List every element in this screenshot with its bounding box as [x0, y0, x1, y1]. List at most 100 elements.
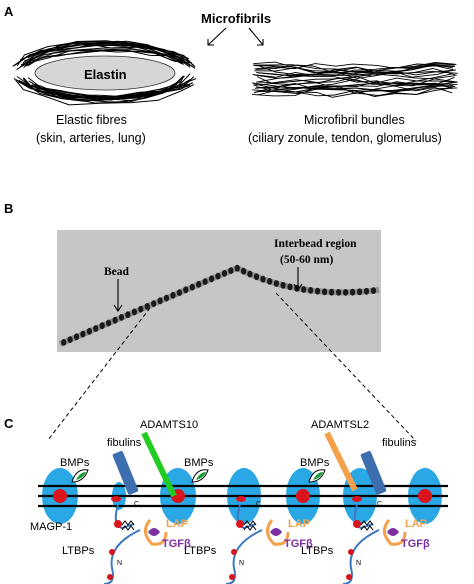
- micrograph-bead: [112, 316, 118, 324]
- c-terminus-3: C: [377, 501, 382, 508]
- em-micrograph: [57, 230, 381, 352]
- n-terminus-1: N: [117, 560, 122, 567]
- bmp-complexes: [71, 469, 326, 483]
- micrograph-bead: [308, 287, 314, 294]
- elastic-fibres-title: Elastic fibres: [56, 113, 127, 127]
- microfibrils-label: Microfibrils: [201, 11, 271, 26]
- microfibril-strand: [15, 78, 197, 99]
- micrograph-bead: [106, 319, 112, 327]
- fibulins-label-1: fibulins: [107, 437, 142, 449]
- micrograph-bead: [247, 270, 253, 278]
- bundle-strand: [256, 68, 457, 76]
- bundle-strand: [257, 64, 453, 76]
- micrograph-bead: [260, 275, 266, 283]
- micrograph-bead: [93, 325, 99, 332]
- micrograph-bead: [350, 288, 356, 296]
- bundle-strand: [257, 87, 458, 97]
- microfibril-strand: [16, 49, 193, 70]
- microfibril-bundle-drawing: [251, 61, 458, 98]
- micrograph-bead: [273, 280, 279, 287]
- fibulins-label-2: fibulins: [382, 437, 417, 449]
- micrograph-bead: [209, 275, 215, 283]
- bundle-strand: [252, 69, 456, 78]
- panel-a: A Microfibrils Elastin Elastic fibres (s…: [4, 4, 458, 145]
- interbead-arrow: [293, 267, 303, 291]
- micrograph-bead: [183, 286, 189, 294]
- bundle-strand: [253, 81, 455, 94]
- micrograph-bead: [343, 289, 349, 296]
- micrograph-bead: [196, 280, 202, 288]
- ltbp-complex-2: [225, 504, 290, 584]
- adamtsl2-bar: [324, 431, 358, 492]
- elastic-fibres-examples: (skin, arteries, lung): [36, 131, 146, 145]
- micrograph-bead: [234, 264, 240, 272]
- bundle-strand: [254, 63, 457, 70]
- magp1-dots: [53, 489, 432, 503]
- micrograph-bead: [86, 327, 92, 335]
- micrograph-bead: [157, 297, 163, 305]
- elastin-core: [34, 55, 176, 91]
- micrograph-bead: [67, 336, 73, 343]
- elastic-fibre-drawing: Elastin: [12, 40, 197, 106]
- bmp-complex-3: [308, 469, 326, 483]
- panel-c-label: C: [4, 416, 14, 431]
- micrograph-bead: [151, 300, 157, 307]
- ltbps-label-3: LTBPs: [301, 545, 334, 557]
- micrograph-bead: [61, 339, 67, 346]
- microfibril-strand: [16, 41, 195, 67]
- micrograph-bead: [80, 330, 86, 338]
- elastin-label: Elastin: [84, 67, 127, 82]
- tgfb-label-1: TGFβ: [162, 538, 191, 550]
- micrograph-bead: [138, 305, 144, 313]
- bead-arrow: [113, 279, 123, 312]
- microfibril-strand: [27, 43, 191, 63]
- ltbps-label-1: LTBPs: [62, 545, 95, 557]
- bundle-strand: [255, 73, 453, 87]
- micrograph-bead: [176, 289, 182, 296]
- micrograph-bead: [131, 308, 137, 316]
- fibulin-rod-2: [360, 450, 387, 495]
- micrograph-bead: [322, 288, 328, 296]
- bmp-complex-1: [71, 469, 89, 483]
- bundle-strand: [254, 66, 458, 79]
- micrograph-bead: [163, 294, 170, 302]
- panel-b-label: B: [4, 201, 13, 216]
- ltbp-complex-1: [103, 504, 168, 584]
- bundle-strand: [256, 76, 455, 89]
- n-terminus-2: N: [239, 560, 244, 567]
- micrograph-bead: [336, 289, 342, 296]
- magp1-label: MAGP-1: [30, 521, 72, 533]
- micrograph-bead: [118, 314, 125, 321]
- micrograph-bead: [363, 287, 370, 295]
- bundle-strand: [254, 62, 455, 74]
- n-terminus-3: N: [356, 560, 361, 567]
- micrograph-bead: [315, 287, 321, 295]
- interbead-label: Interbead region: [274, 238, 357, 250]
- bundle-strand: [254, 64, 454, 79]
- tgfb-label-2: TGFβ: [284, 538, 313, 550]
- bundle-strand: [256, 76, 453, 88]
- micrograph-bead: [189, 283, 195, 291]
- micrograph-bead: [202, 278, 208, 285]
- microfibril-strand: [31, 76, 195, 98]
- micrograph-bead: [280, 281, 286, 289]
- ltbp-complex-3: [342, 504, 407, 584]
- bmps-label-1: BMPs: [60, 457, 90, 469]
- microfibril-strand: [15, 40, 196, 68]
- bundles-examples: (ciliary zonule, tendon, glomerulus): [248, 131, 442, 145]
- adamtsl2-label: ADAMTSL2: [311, 419, 369, 431]
- micrograph-bead: [221, 269, 228, 277]
- c-terminus-1: C: [134, 501, 139, 508]
- micrograph-bead: [241, 267, 247, 275]
- micrograph-bead: [73, 333, 80, 341]
- lap-label-2: LAP: [288, 518, 310, 530]
- bundle-strand: [251, 85, 453, 97]
- micrograph-bead: [357, 288, 363, 296]
- bmp-complex-2: [191, 469, 209, 483]
- interbead-size: (50-60 nm): [280, 254, 334, 266]
- bundle-strand: [251, 87, 454, 97]
- lap-label-3: LAP: [405, 518, 427, 530]
- adamts10-bar: [141, 431, 177, 498]
- micrograph-bead: [267, 278, 273, 285]
